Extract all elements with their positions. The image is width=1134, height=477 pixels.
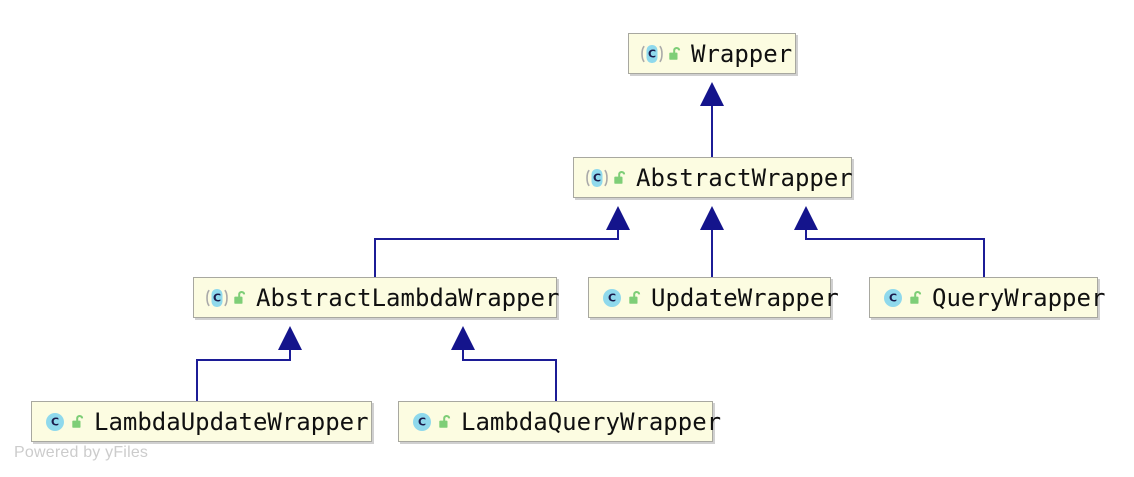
uml-class-node-lambda-query-wrapper[interactable]: C LambdaQueryWrapper [398, 401, 721, 442]
uml-class-node-lambda-update-wrapper[interactable]: C LambdaUpdateWrapper [31, 401, 372, 442]
public-unlocked-icon [613, 170, 628, 186]
svg-text:C: C [889, 291, 897, 304]
public-unlocked-icon [438, 414, 453, 430]
svg-text:C: C [418, 415, 426, 428]
uml-class-name: LambdaUpdateWrapper [94, 407, 369, 436]
class-icon: C [599, 287, 625, 309]
edge-lambdaupdatewrapper-to-abstractlambdawrapper [196, 326, 302, 401]
uml-class-name: AbstractWrapper [636, 163, 853, 192]
uml-class-node-abstract-wrapper[interactable]: C AbstractWrapper [573, 157, 853, 198]
svg-text:C: C [51, 415, 59, 428]
uml-class-name: UpdateWrapper [651, 283, 839, 312]
svg-text:C: C [608, 291, 616, 304]
class-icon: C [42, 411, 68, 433]
abstract-class-icon: C [584, 167, 610, 189]
uml-class-name: LambdaQueryWrapper [461, 407, 722, 436]
node-icon-group: C [880, 287, 924, 309]
public-unlocked-icon [233, 290, 248, 306]
node-icon-group: C [204, 287, 248, 309]
node-icon-group: C [639, 43, 683, 65]
uml-class-name: Wrapper [691, 39, 793, 68]
uml-class-name: AbstractLambdaWrapper [256, 283, 560, 312]
yfiles-watermark: Powered by yFiles [14, 444, 149, 461]
public-unlocked-icon [909, 290, 924, 306]
node-icon-group: C [409, 411, 453, 433]
node-icon-group: C [42, 411, 86, 433]
node-icon-group: C [584, 167, 628, 189]
public-unlocked-icon [71, 414, 86, 430]
abstract-class-icon: C [639, 43, 665, 65]
class-icon: C [409, 411, 435, 433]
uml-class-name: QueryWrapper [932, 283, 1106, 312]
edge-querywrapper-to-abstractwrapper [794, 206, 985, 277]
uml-class-node-update-wrapper[interactable]: C UpdateWrapper [588, 277, 839, 318]
uml-class-node-abstract-lambda-wrapper[interactable]: C AbstractLambdaWrapper [193, 277, 560, 318]
uml-class-node-query-wrapper[interactable]: C QueryWrapper [869, 277, 1105, 318]
svg-text:C: C [213, 291, 221, 304]
node-icon-group: C [599, 287, 643, 309]
svg-text:C: C [593, 171, 601, 184]
edge-abstractlambdawrapper-to-abstractwrapper [374, 206, 630, 277]
abstract-class-icon: C [204, 287, 230, 309]
uml-class-node-wrapper[interactable]: C Wrapper [628, 33, 796, 74]
public-unlocked-icon [668, 46, 683, 62]
class-icon: C [880, 287, 906, 309]
svg-text:C: C [648, 47, 656, 60]
edge-lambdaquerywrapper-to-abstractlambdawrapper [451, 326, 557, 401]
public-unlocked-icon [628, 290, 643, 306]
